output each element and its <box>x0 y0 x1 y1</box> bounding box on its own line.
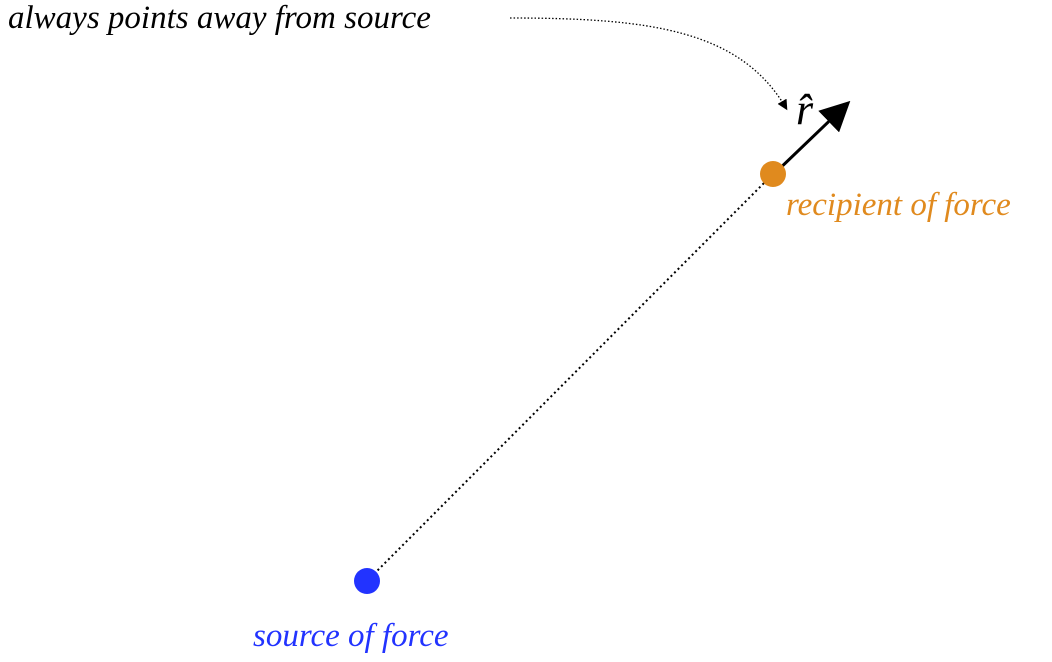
recipient-point <box>760 161 786 187</box>
annotation-arrow <box>509 17 788 111</box>
separation-line <box>366 173 774 582</box>
annotation-text: always points away from source <box>8 0 431 36</box>
source-label: source of force <box>253 618 449 654</box>
unit-vector-label: r̂ <box>796 85 814 134</box>
source-point <box>354 568 380 594</box>
recipient-label: recipient of force <box>786 187 1011 223</box>
unit-vector-arrow <box>772 100 851 176</box>
